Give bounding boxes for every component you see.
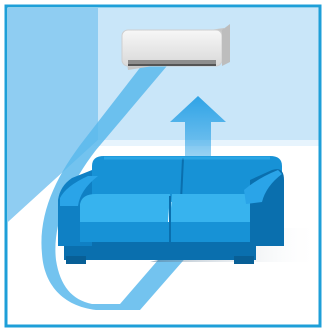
sofa-left-seat	[80, 194, 170, 222]
up-arrow-icon	[170, 96, 226, 172]
sofa-base	[64, 238, 256, 260]
sofa-right-seat	[170, 194, 262, 222]
sofa-icon	[58, 156, 284, 264]
picture-frame	[4, 4, 322, 328]
sofa-backrest	[92, 156, 282, 202]
left-wall	[8, 8, 98, 222]
airflow-loop-icon	[41, 60, 210, 310]
air-conditioner-icon	[121, 24, 230, 70]
